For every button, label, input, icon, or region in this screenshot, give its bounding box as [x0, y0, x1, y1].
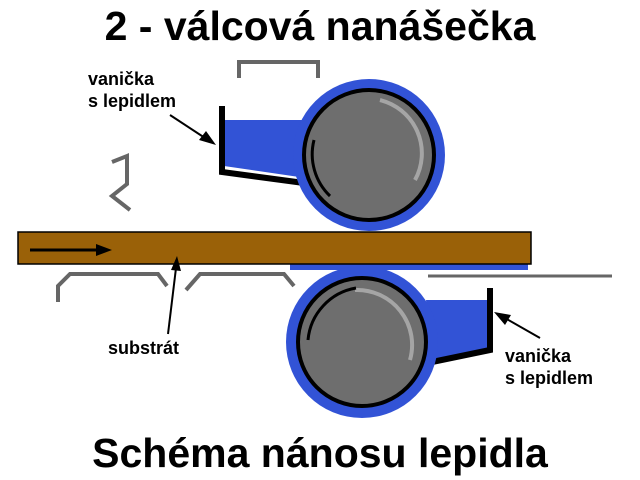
label-adhesive-tray-bottom: vanička s lepidlem [505, 345, 593, 389]
label-line: vanička [88, 69, 155, 89]
bottom-guide-center [184, 272, 296, 292]
diagram-title: 2 - válcová nanášečka [104, 3, 536, 49]
bottom-roller [286, 266, 438, 418]
label-adhesive-tray-top: vanička s lepidlem [88, 68, 176, 112]
top-tray-wall [219, 106, 305, 186]
label-line: s lepidlem [505, 368, 594, 388]
pointer-arrow-top-tray [169, 114, 216, 145]
top-roller [293, 79, 445, 231]
bottom-guide-left [56, 272, 169, 302]
scheme-caption: Schéma nánosu lepidla [92, 430, 548, 476]
bottom-tray-wall [431, 288, 493, 365]
left-guide [108, 153, 132, 212]
substrate-strip [17, 231, 532, 265]
bottom-tray-adhesive [426, 300, 490, 360]
top-tray-adhesive [224, 120, 306, 178]
label-line: vanička [505, 346, 572, 366]
adhesive-film [290, 262, 528, 270]
feed-direction-arrow [30, 244, 112, 256]
label-substrate: substrát [108, 338, 180, 358]
pointer-arrow-bottom-tray [494, 312, 541, 339]
pointer-arrow-substrate [167, 256, 181, 335]
label-line: s lepidlem [88, 91, 177, 111]
top-guard [237, 60, 320, 78]
